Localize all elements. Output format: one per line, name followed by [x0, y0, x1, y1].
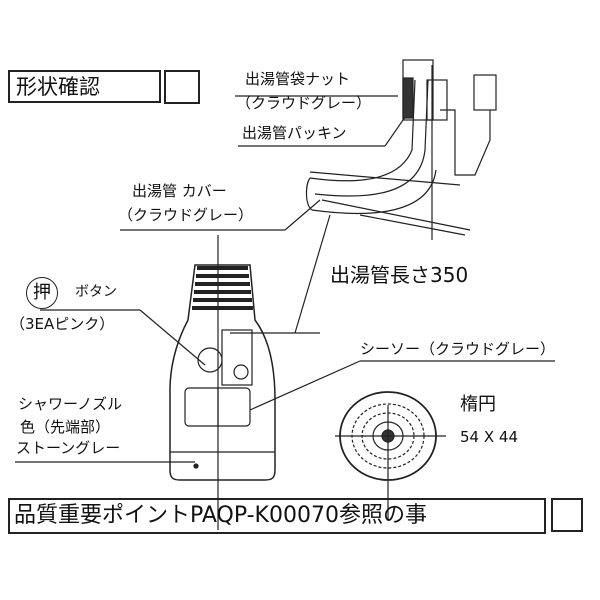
label-nut: 出湯管袋ナット: [245, 70, 351, 88]
shape-check-box: 形状確認: [8, 70, 161, 103]
label-button: ボタン: [75, 284, 117, 300]
label-ellipse: 楕円: [460, 394, 496, 415]
push-mark-icon: 押: [26, 277, 58, 309]
quality-note: 品質重要ポイントPAQP-K00070参照の事: [14, 503, 427, 528]
label-nozzle-color: ストーングレー: [16, 439, 121, 457]
label-nut-color: （クラウドグレー）: [236, 94, 372, 112]
label-seesaw: シーソー（クラウドグレー）: [360, 340, 556, 358]
label-nozzle: シャワーノズル: [18, 395, 123, 413]
check-box-empty: [164, 70, 200, 104]
label-button-color: （3EAピンク）: [10, 315, 115, 333]
note-check-box: [551, 498, 583, 532]
label-packing: 出湯管パッキン: [242, 124, 347, 142]
quality-note-box: 品質重要ポイントPAQP-K00070参照の事: [8, 498, 546, 534]
label-cover-color: （クラウドグレー）: [118, 206, 254, 224]
label-pipe-length: 出湯管長さ350: [330, 263, 469, 287]
label-nozzle-tip: 色（先端部）: [20, 418, 111, 436]
label-ellipse-size: 54 X 44: [460, 428, 518, 446]
label-cover: 出湯管 カバー: [132, 182, 227, 200]
shape-check-title: 形状確認: [16, 75, 100, 99]
